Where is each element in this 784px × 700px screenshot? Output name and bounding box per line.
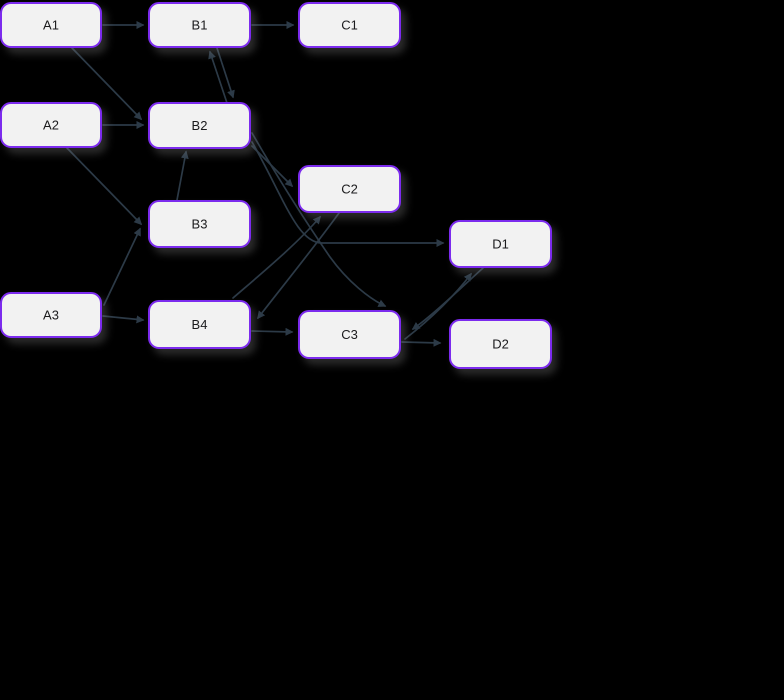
- node-B2-label: B2: [192, 118, 208, 133]
- edge-C3-D1: [404, 272, 472, 340]
- edge-B3-B2: [176, 150, 189, 201]
- edge-C2-B4: [257, 212, 340, 320]
- node-C1-label: C1: [341, 17, 358, 32]
- node-B3-box: [148, 200, 251, 248]
- node-A3-label: A3: [43, 307, 59, 322]
- node-C3-box: [298, 310, 401, 359]
- edge-D1-C3: [411, 267, 484, 330]
- node-B2: B2: [148, 102, 251, 149]
- node-A2-box: [0, 102, 102, 148]
- edge-B4-C3: [251, 327, 294, 336]
- node-C2-box: [298, 165, 401, 213]
- node-B1-label: B1: [192, 17, 208, 32]
- node-A1-box: [0, 2, 102, 48]
- node-B3-label: B3: [192, 216, 208, 231]
- edge-C3-D2: [401, 338, 442, 347]
- node-C2-label: C2: [341, 181, 358, 196]
- node-B4-label: B4: [192, 317, 208, 332]
- node-B4-box: [148, 300, 251, 349]
- node-D2-box: [449, 319, 552, 369]
- node-A3: A3: [0, 292, 102, 338]
- node-D1-label: D1: [492, 236, 509, 251]
- edge-B1-B2: [216, 47, 235, 99]
- node-C2: C2: [298, 165, 401, 213]
- node-D2-label: D2: [492, 336, 509, 351]
- edge-B2-B1: [208, 50, 228, 104]
- edge-A3-B4: [102, 315, 145, 324]
- edge-A2-B3: [66, 147, 143, 226]
- edge-A1-B2: [71, 47, 143, 121]
- node-A1-label: A1: [43, 17, 59, 32]
- node-A1: A1: [0, 2, 102, 48]
- node-B1: B1: [148, 2, 251, 48]
- node-D2: D2: [449, 319, 552, 369]
- node-A3-box: [0, 292, 102, 338]
- node-B4: B4: [148, 300, 251, 349]
- node-C3: C3: [298, 310, 401, 359]
- node-C1-box: [298, 2, 401, 48]
- node-C1: C1: [298, 2, 401, 48]
- edge-A3-B3: [103, 227, 141, 306]
- node-A2: A2: [0, 102, 102, 148]
- edge-B2-D1: [251, 141, 445, 247]
- node-B2-box: [148, 102, 251, 149]
- node-C3-label: C3: [341, 327, 358, 342]
- node-B1-box: [148, 2, 251, 48]
- node-D1-box: [449, 220, 552, 268]
- node-D1: D1: [449, 220, 552, 268]
- edge-layer: [66, 21, 484, 347]
- edge-B4-C2: [232, 215, 321, 299]
- node-B3: B3: [148, 200, 251, 248]
- node-A2-label: A2: [43, 117, 59, 132]
- edge-B2-C3: [251, 132, 387, 307]
